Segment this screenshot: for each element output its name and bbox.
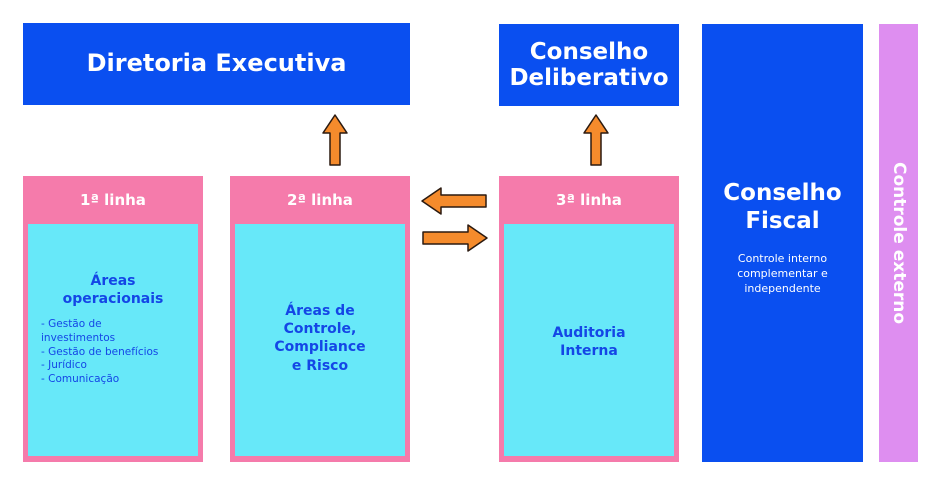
linha1-content: Áreas operacionais - Gestão de investime… — [28, 224, 198, 456]
linha2-area-title: Áreas de Controle, Compliance e Risco — [274, 303, 366, 374]
linha2-content: Áreas de Controle, Compliance e Risco — [235, 224, 405, 456]
linha3-label: 3ª linha — [556, 191, 622, 209]
arrow-left-icon — [421, 187, 487, 215]
conselho-fiscal-description: Controle interno complementar e independ… — [737, 252, 828, 295]
conselho-fiscal-title: Conselho Fiscal — [723, 180, 842, 234]
arrow-right-to-linha3 — [422, 224, 488, 252]
conselho-fiscal-box: Conselho Fiscal Controle interno complem… — [702, 24, 863, 462]
arrow-left-to-linha2 — [421, 187, 487, 215]
arrow-right-icon — [422, 224, 488, 252]
list-item: - Gestão de benefícios — [41, 345, 159, 358]
arrow-up-to-conselho-deliberativo — [583, 114, 609, 166]
list-item: - Jurídico — [41, 359, 87, 372]
diretoria-executiva-box: Diretoria Executiva — [23, 23, 410, 105]
arrow-up-to-diretoria — [322, 114, 348, 166]
conselho-deliberativo-title: Conselho Deliberativo — [509, 38, 669, 91]
list-item: - Comunicação — [41, 372, 120, 385]
linha2-label: 2ª linha — [287, 191, 353, 209]
linha3-box: 3ª linha Auditoria Interna — [499, 176, 679, 462]
arrow-up-icon — [583, 114, 609, 166]
conselho-deliberativo-box: Conselho Deliberativo — [499, 24, 679, 106]
controle-externo-box: Controle externo — [879, 24, 918, 462]
list-item: - Gestão de investimentos — [41, 318, 116, 345]
linha2-box: 2ª linha Áreas de Controle, Compliance e… — [230, 176, 410, 462]
linha1-box: 1ª linha Áreas operacionais - Gestão de … — [23, 176, 203, 462]
linha3-area-title: Auditoria Interna — [552, 325, 626, 360]
linha1-area-title: Áreas operacionais — [62, 273, 164, 308]
linha1-item-list: - Gestão de investimentos - Gestão de be… — [28, 318, 198, 386]
linha1-label: 1ª linha — [80, 191, 146, 209]
linha3-content: Auditoria Interna — [504, 224, 674, 456]
controle-externo-label: Controle externo — [888, 161, 909, 325]
arrow-up-icon — [322, 114, 348, 166]
diretoria-executiva-title: Diretoria Executiva — [86, 49, 347, 78]
